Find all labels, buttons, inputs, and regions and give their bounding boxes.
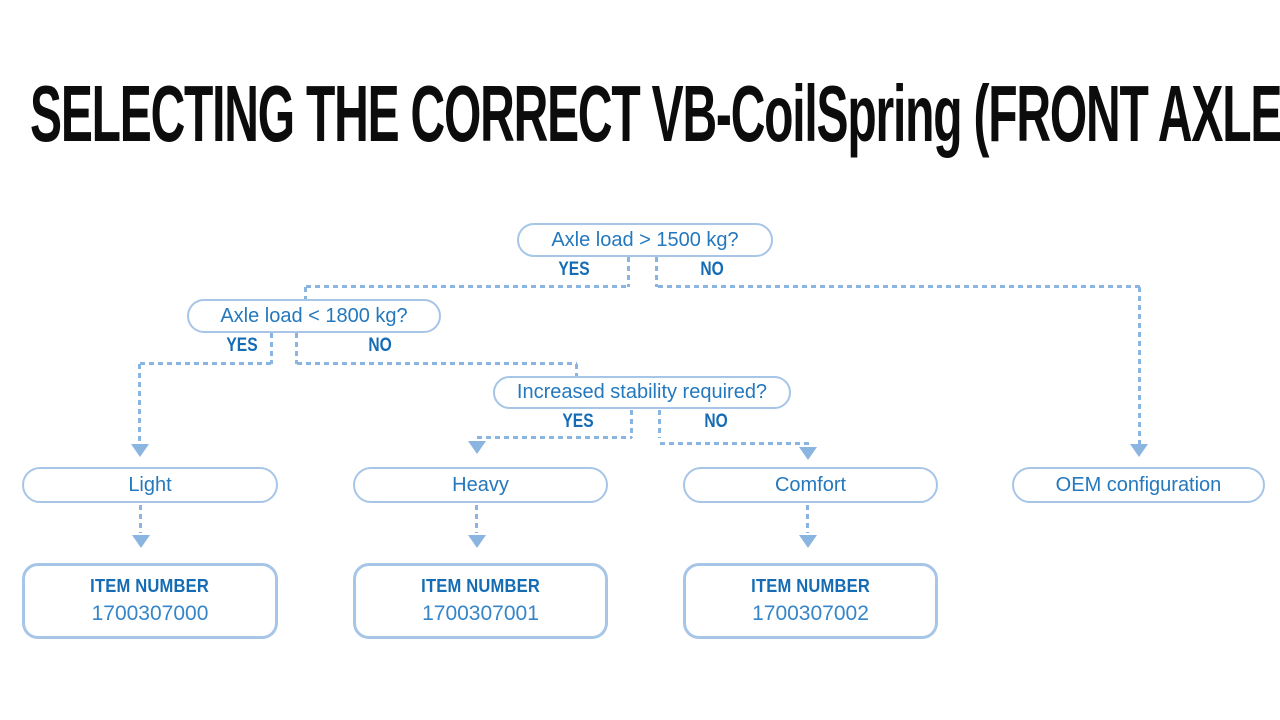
outcome-node-comfort: Comfort	[683, 467, 938, 503]
branch-label-no-3: NO	[704, 411, 728, 432]
arrow-down-icon	[799, 447, 817, 460]
connector-d3-no-stub	[658, 410, 661, 438]
item-number-value: 1700307002	[752, 602, 869, 625]
page-title: SELECTING THE CORRECT VB-CoilSpring (FRO…	[30, 69, 1280, 158]
outcome-node-heavy: Heavy	[353, 467, 608, 503]
connector-d1-no-stub	[655, 257, 658, 287]
connector-d2-yes-stub	[270, 333, 273, 364]
item-number-heading: ITEM NUMBER	[90, 576, 210, 596]
connector-d2-no-tick	[575, 364, 578, 377]
connector-d1-yes-horizontal	[306, 285, 630, 288]
connector-d3-yes-horizontal	[477, 436, 632, 439]
connector-d3-yes-stub	[630, 410, 633, 438]
branch-label-no-2: NO	[368, 335, 392, 356]
branch-label-yes-2: YES	[226, 335, 258, 356]
arrow-down-icon	[468, 535, 486, 548]
connector-heavy-to-item	[475, 505, 478, 533]
outcome-node-oem-configuration: OEM configuration	[1012, 467, 1265, 503]
item-number-box-heavy: ITEM NUMBER 1700307001	[353, 563, 608, 639]
item-number-heading: ITEM NUMBER	[751, 576, 870, 596]
decision-node-axle-load-1800: Axle load < 1800 kg?	[187, 299, 441, 333]
arrow-down-icon	[799, 535, 817, 548]
decision-node-axle-load-1500: Axle load > 1500 kg?	[517, 223, 773, 257]
connector-light-vertical	[138, 364, 141, 444]
connector-light-to-item	[139, 505, 142, 533]
arrow-down-icon	[468, 441, 486, 454]
connector-d2-no-stub	[295, 333, 298, 364]
outcome-node-light: Light	[22, 467, 278, 503]
connector-d3-no-horizontal	[660, 442, 810, 445]
item-number-value: 1700307001	[422, 602, 539, 625]
connector-comfort-to-item	[806, 505, 809, 533]
connector-d2-yes-horizontal	[140, 362, 272, 365]
connector-d1-no-horizontal	[658, 285, 1140, 288]
connector-d2-no-horizontal	[297, 362, 577, 365]
arrow-down-icon	[132, 535, 150, 548]
item-number-box-comfort: ITEM NUMBER 1700307002	[683, 563, 938, 639]
connector-d1-yes-stub	[627, 257, 630, 287]
item-number-value: 1700307000	[91, 602, 209, 625]
branch-label-yes-3: YES	[562, 411, 594, 432]
connector-d1-yes-tick	[304, 287, 307, 299]
connector-oem-vertical	[1138, 287, 1141, 444]
branch-label-no-1: NO	[700, 259, 724, 280]
decision-node-increased-stability: Increased stability required?	[493, 376, 791, 409]
arrow-down-icon	[131, 444, 149, 457]
arrow-down-icon	[1130, 444, 1148, 457]
item-number-heading: ITEM NUMBER	[421, 576, 540, 596]
branch-label-yes-1: YES	[558, 259, 590, 280]
item-number-box-light: ITEM NUMBER 1700307000	[22, 563, 278, 639]
